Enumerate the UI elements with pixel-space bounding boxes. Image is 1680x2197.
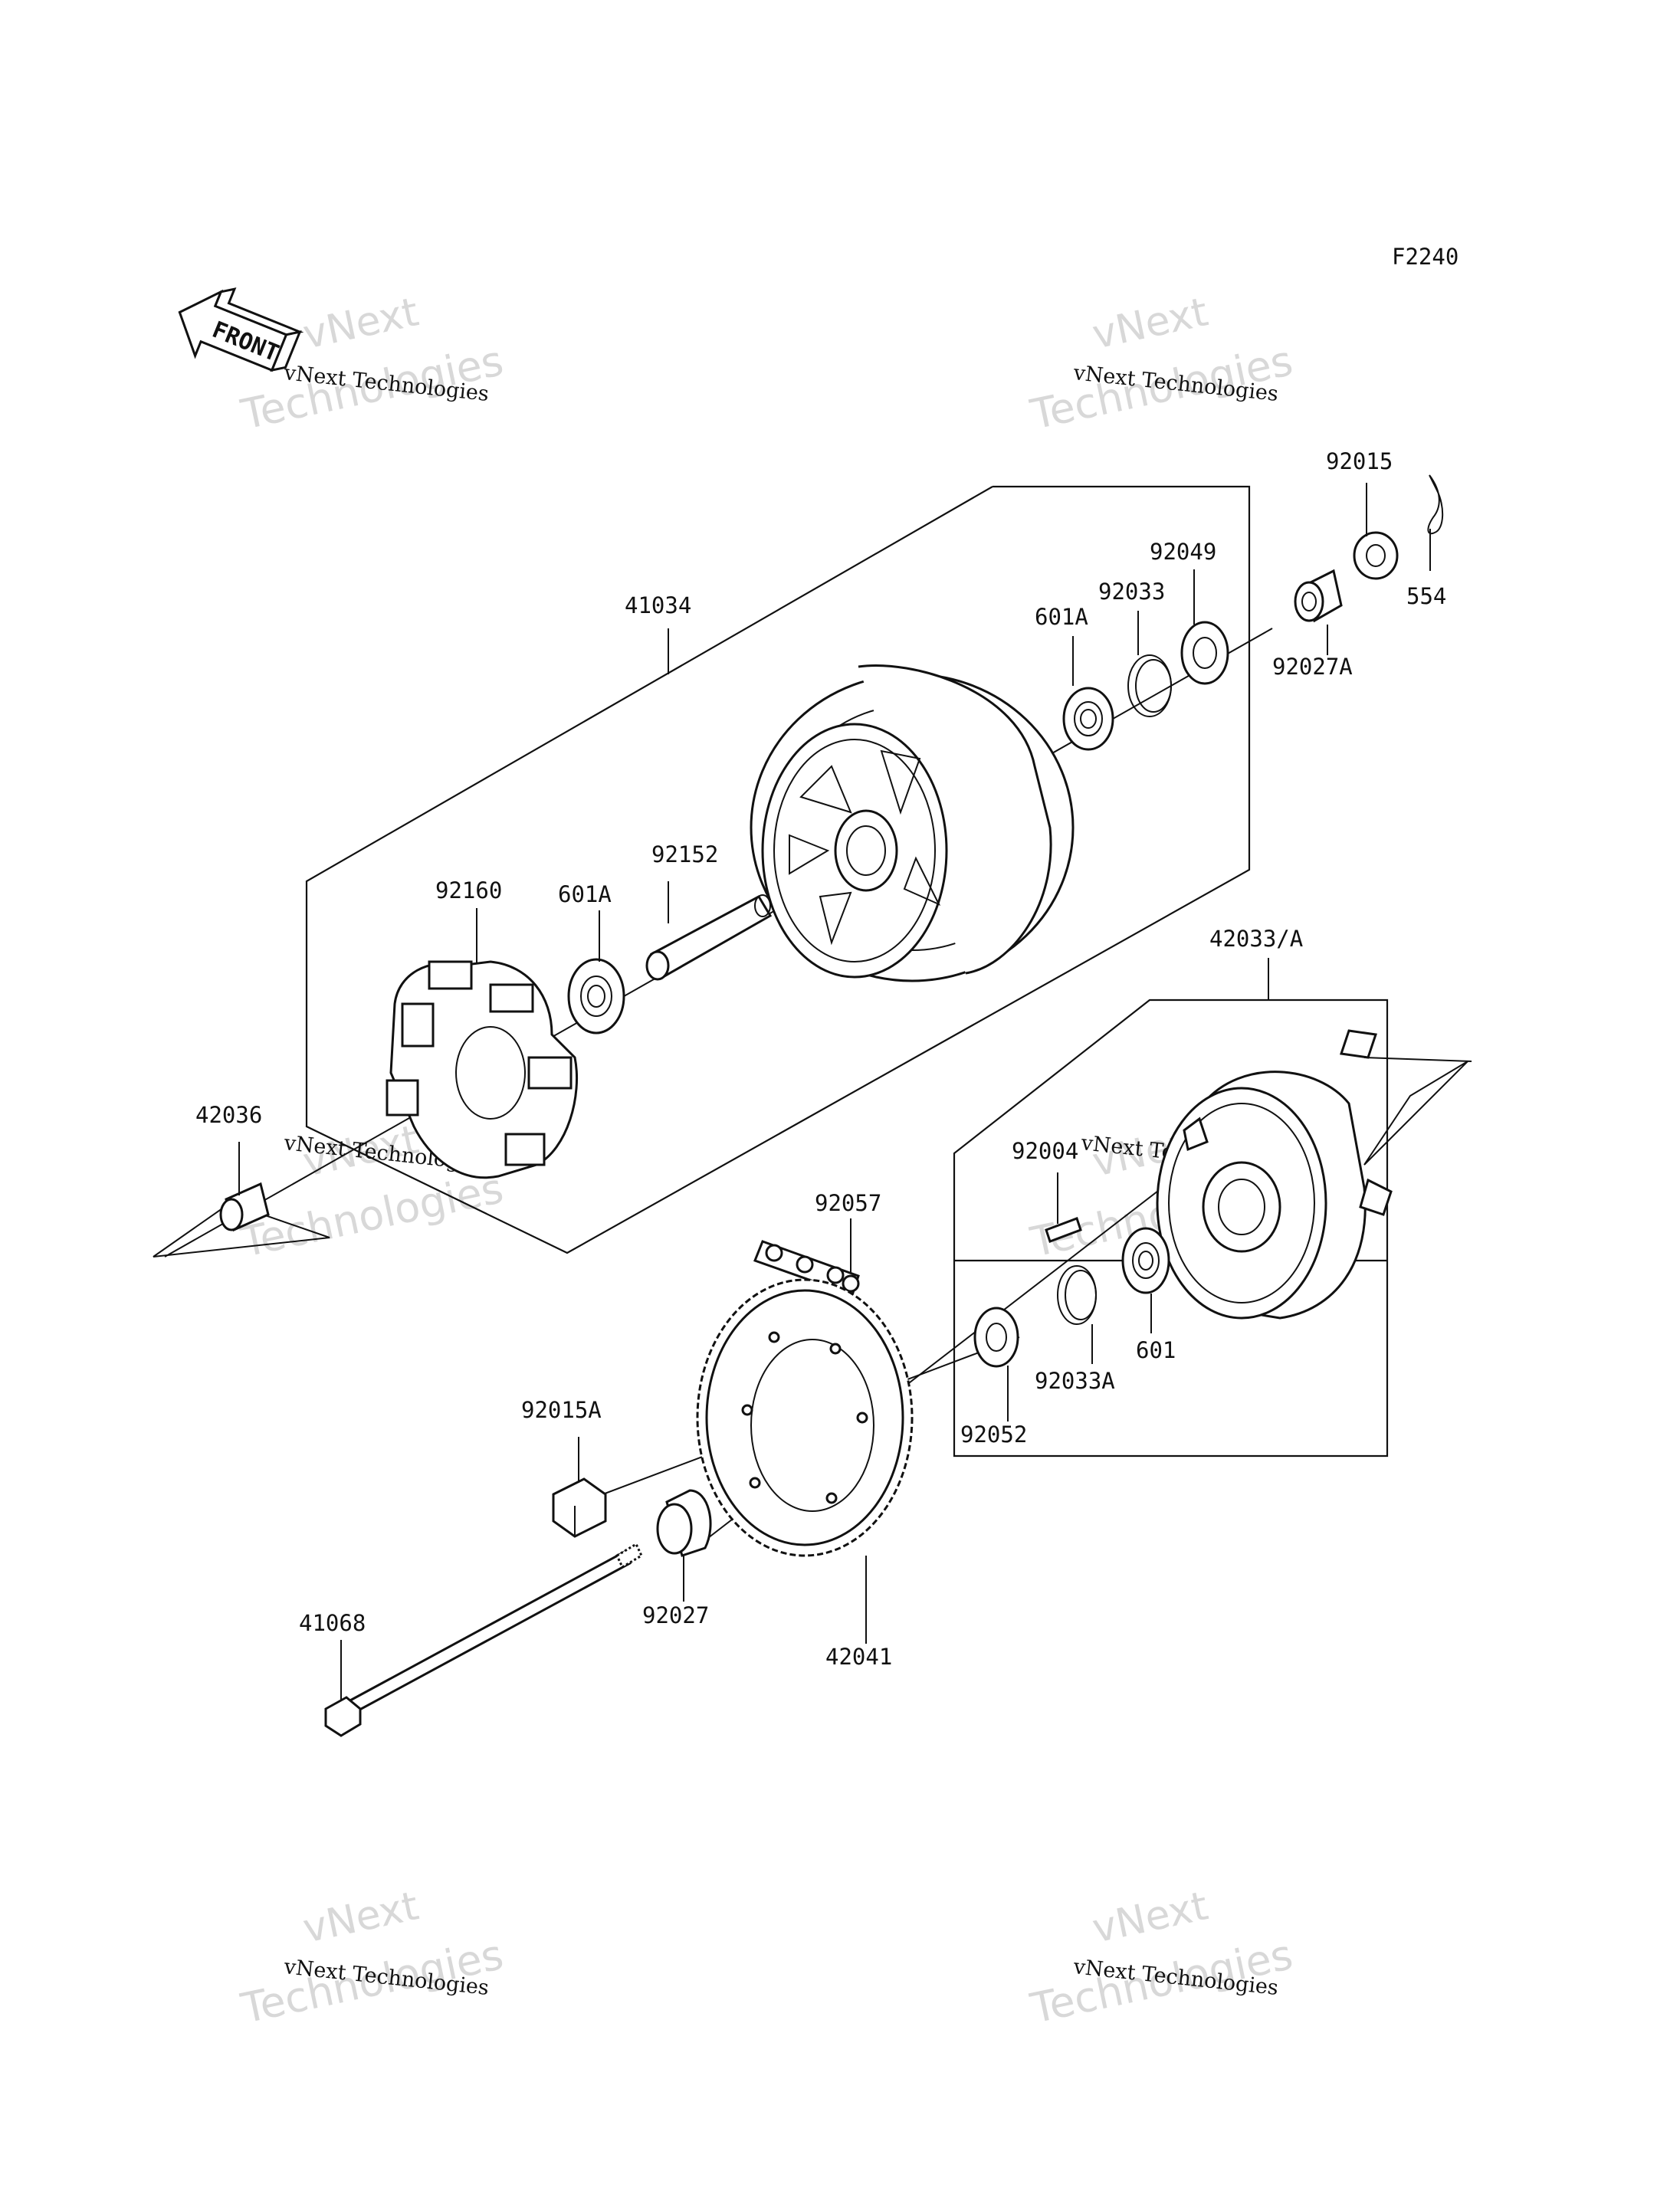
label-92057: 92057 — [815, 1190, 881, 1216]
sprocket-42041 — [696, 1278, 914, 1557]
label-41034: 41034 — [625, 592, 691, 618]
hub-coupling — [1156, 1029, 1393, 1320]
svg-text:Technologies: Technologies — [237, 1164, 507, 1267]
centerline-arrow-right — [1363, 1061, 1468, 1166]
centerline-arrow-left — [153, 1202, 330, 1258]
centerline-end-right — [1363, 1057, 1472, 1062]
label-92004: 92004 — [1012, 1138, 1078, 1164]
label-92160: 92160 — [435, 877, 502, 903]
svg-text:vNext: vNext — [1088, 289, 1212, 358]
label-92033a: 92033A — [1035, 1368, 1115, 1394]
axle-41068 — [324, 1542, 643, 1737]
label-554: 554 — [1406, 583, 1446, 609]
collar-92027a — [1294, 569, 1343, 623]
damper-92160 — [386, 960, 579, 1179]
collar-42036 — [219, 1182, 270, 1232]
label-601a-mid: 601A — [558, 881, 612, 907]
label-42033a: 42033/A — [1209, 926, 1303, 952]
collar-92027 — [656, 1489, 712, 1557]
stud-92004 — [1045, 1217, 1082, 1243]
part-labels: 92015 554 92049 92033 601A 92027A 41034 … — [195, 448, 1446, 1670]
wheel-assembly-frame — [305, 485, 1251, 1254]
seal-92049 — [1180, 621, 1229, 685]
seal-92052 — [973, 1307, 1019, 1368]
hub-assembly-frame — [953, 998, 1389, 1458]
watermark-bottom-left: vNext Technologies vNext Technologies — [237, 1883, 507, 2032]
circlip-92033 — [1127, 654, 1172, 717]
label-601: 601 — [1136, 1337, 1176, 1363]
watermark-top-right: vNext Technologies vNext Technologies — [1026, 289, 1297, 438]
bearing-601 — [1121, 1227, 1170, 1294]
circlip-92033a — [1057, 1265, 1097, 1325]
cotter-pin-554 — [1427, 474, 1444, 535]
nut-92015a — [552, 1477, 607, 1538]
chain-link-92057 — [753, 1240, 860, 1297]
leader-lines — [238, 483, 1431, 1701]
label-92052: 92052 — [960, 1421, 1027, 1448]
spacer-92152 — [645, 894, 773, 981]
label-92027: 92027 — [642, 1602, 709, 1628]
label-601a-top: 601A — [1035, 604, 1088, 630]
label-92015: 92015 — [1326, 448, 1393, 474]
label-92152: 92152 — [651, 841, 718, 867]
svg-text:vNext: vNext — [1088, 1883, 1212, 1952]
svg-text:vNext: vNext — [299, 289, 422, 358]
bearing-601a-top — [1062, 687, 1114, 751]
rear-wheel — [750, 664, 1075, 982]
watermark-bottom-right: vNext Technologies vNext Technologies — [1026, 1883, 1297, 2032]
label-92049: 92049 — [1150, 539, 1216, 565]
svg-text:vNext: vNext — [299, 1883, 422, 1952]
label-92033: 92033 — [1098, 579, 1165, 605]
diagram-code: F2240 — [1392, 244, 1459, 270]
label-42036: 42036 — [195, 1102, 262, 1128]
label-42041: 42041 — [825, 1644, 892, 1670]
label-92027a: 92027A — [1272, 654, 1353, 680]
front-direction-arrow: FRONT — [178, 287, 304, 372]
bearing-601a-mid — [567, 958, 625, 1035]
nut-92015 — [1353, 531, 1399, 580]
label-41068: 41068 — [299, 1610, 366, 1636]
label-92015a: 92015A — [521, 1397, 602, 1423]
